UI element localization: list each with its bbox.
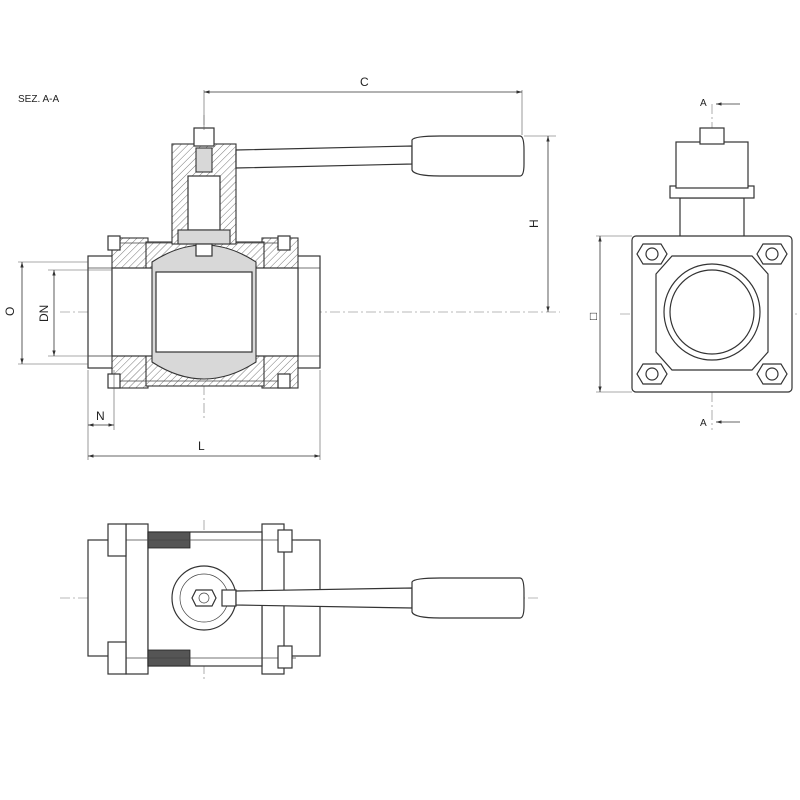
section-mark-bottom: A [700, 418, 707, 429]
side-bore [669, 269, 755, 355]
dimension-o-label: O [3, 307, 17, 316]
dimension-n-label: N [96, 409, 105, 423]
dimension-dn-label: DN [37, 305, 51, 322]
dimension-l-label: L [198, 439, 205, 453]
side-bolt-tr [756, 243, 788, 265]
side-bolt-tl [636, 243, 668, 265]
dimension-square-label: □ [586, 313, 600, 320]
side-bolt-br [756, 363, 788, 385]
bolt-head-tr [277, 235, 291, 251]
side-stem-nut [699, 127, 725, 145]
section-mark-top: A [700, 98, 707, 109]
ball-bore [155, 271, 253, 353]
front-section-view [60, 115, 560, 420]
section-title: SEZ. A-A [18, 94, 59, 105]
stem-nut [193, 127, 215, 147]
top-left-end [87, 539, 129, 657]
top-stem-hex [191, 589, 217, 607]
dimension-c-label: C [360, 75, 369, 89]
bolt-head-tl [107, 235, 121, 251]
side-stem-housing [675, 141, 749, 189]
top-bolt-tl [107, 523, 127, 557]
top-handle-lever [235, 587, 413, 609]
top-left-flange [125, 523, 149, 675]
top-bolt-br [277, 645, 293, 669]
dimension-h-label: H [527, 219, 541, 228]
front-dimensions: C H O DN N L [3, 75, 556, 460]
bolt-head-br [277, 373, 291, 389]
top-view [60, 520, 540, 680]
side-bolt-bl [636, 363, 668, 385]
top-handle-grip [411, 577, 525, 619]
stem-top [195, 147, 213, 173]
stem [187, 175, 221, 231]
side-stem-neck [679, 197, 745, 239]
side-view: □ A A [586, 98, 800, 430]
top-bolt-bl [107, 641, 127, 675]
stem-key [195, 243, 213, 257]
top-stop-tab [221, 589, 237, 607]
handle-lever [235, 145, 413, 169]
handle-grip [411, 135, 525, 177]
top-bolt-tr [277, 529, 293, 553]
stem-seal [177, 229, 231, 245]
